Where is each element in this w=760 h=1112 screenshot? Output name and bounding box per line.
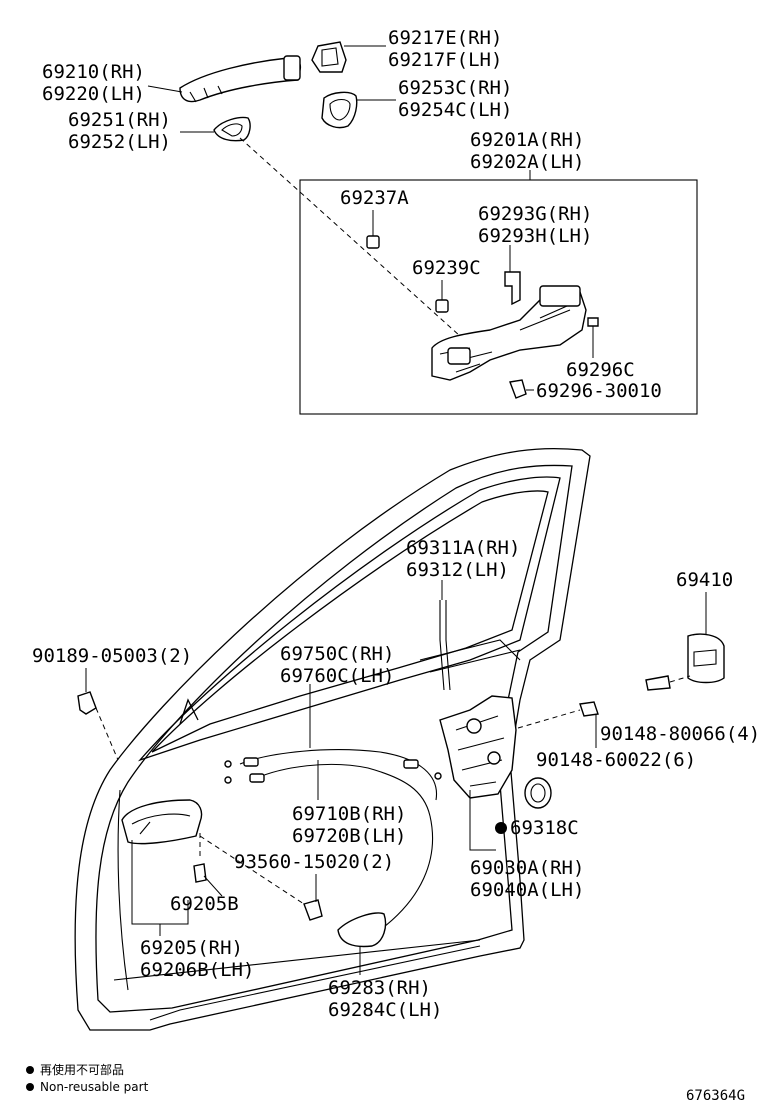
leaders-lower (131, 790, 496, 936)
legend-marker-en (26, 1083, 34, 1091)
label-69217F: 69217F(LH) (388, 49, 502, 71)
label-69293H: 69293H(LH) (478, 225, 592, 247)
label-90148-80066: 90148-80066(4) (600, 723, 760, 745)
label-69220: 69220(LH) (42, 83, 145, 105)
lock-assembly (439, 695, 517, 799)
label-69283: 69283(RH) (328, 977, 431, 999)
label-69252: 69252(LH) (68, 131, 171, 153)
label-90148-60022: 90148-60022(6) (536, 749, 696, 771)
label-69296C: 69296C (566, 359, 635, 381)
label-69312: 69312(LH) (406, 559, 509, 581)
label-69040A: 69040A(LH) (470, 879, 584, 901)
label-69030A: 69030A(RH) (470, 857, 584, 879)
non-reusable-marker (495, 822, 507, 834)
label-69410: 69410 (676, 569, 733, 591)
label-69253C: 69253C(RH) (398, 77, 512, 99)
rod-69311A (439, 580, 451, 691)
outside-handle (179, 55, 302, 103)
label-69201A: 69201A(RH) (470, 129, 584, 151)
label-69239C: 69239C (412, 257, 481, 279)
label-93560-15020: 93560-15020(2) (234, 851, 394, 873)
label-69318C: 69318C (510, 817, 579, 839)
legend: 再使用不可部品 Non-reusable part (26, 1062, 149, 1094)
labels: 69217E(RH) 69217F(LH) 69210(RH) 69220(LH… (32, 27, 760, 1021)
label-69217E: 69217E(RH) (388, 27, 502, 49)
label-69206B: 69206B(LH) (140, 959, 254, 981)
clip-69237A (366, 210, 380, 249)
label-69720B: 69720B(LH) (292, 825, 406, 847)
label-69750C: 69750C(RH) (280, 643, 394, 665)
inside-handle (121, 799, 203, 845)
handle-cap (311, 41, 347, 73)
label-69296-30010: 69296-30010 (536, 380, 662, 402)
label-69293G: 69293G(RH) (478, 203, 592, 225)
frame-assembly-box (299, 179, 698, 415)
label-69210: 69210(RH) (42, 61, 145, 83)
legend-en: Non-reusable part (40, 1080, 149, 1094)
label-69205: 69205(RH) (140, 937, 243, 959)
label-69205B: 69205B (170, 893, 239, 915)
screw-90148-80066 (645, 675, 691, 691)
screw-69296-30010 (509, 379, 534, 399)
label-69311A: 69311A(RH) (406, 537, 520, 559)
label-69710B: 69710B(RH) (292, 803, 406, 825)
label-69760C: 69760C(LH) (280, 665, 394, 687)
screw-90148-60022 (517, 701, 599, 748)
bracket-69293 (504, 245, 521, 306)
frame-assembly (431, 285, 587, 381)
screw-93560 (199, 835, 323, 921)
label-69251: 69251(RH) (68, 109, 171, 131)
handle-pad-lower (213, 116, 251, 142)
screw-69205B (193, 830, 223, 897)
cables (224, 684, 442, 931)
striker-69410 (687, 592, 725, 684)
leaders-upper (147, 45, 531, 346)
door-outline (74, 447, 591, 1031)
label-69254C: 69254C(LH) (398, 99, 512, 121)
legend-marker-jp (26, 1066, 34, 1074)
drawing-code: 676364G (686, 1088, 745, 1104)
label-69237A: 69237A (340, 187, 409, 209)
screw-69296C (587, 317, 599, 358)
seal-69318C (524, 777, 552, 809)
handle-pad-upper (321, 91, 358, 129)
pad-69283 (337, 912, 387, 975)
label-69284C: 69284C(LH) (328, 999, 442, 1021)
label-90189-05003: 90189-05003(2) (32, 645, 192, 667)
label-69202A: 69202A(LH) (470, 151, 584, 173)
clip-69239C (435, 280, 449, 313)
legend-jp: 再使用不可部品 (40, 1062, 124, 1077)
clip-90189 (77, 668, 119, 761)
